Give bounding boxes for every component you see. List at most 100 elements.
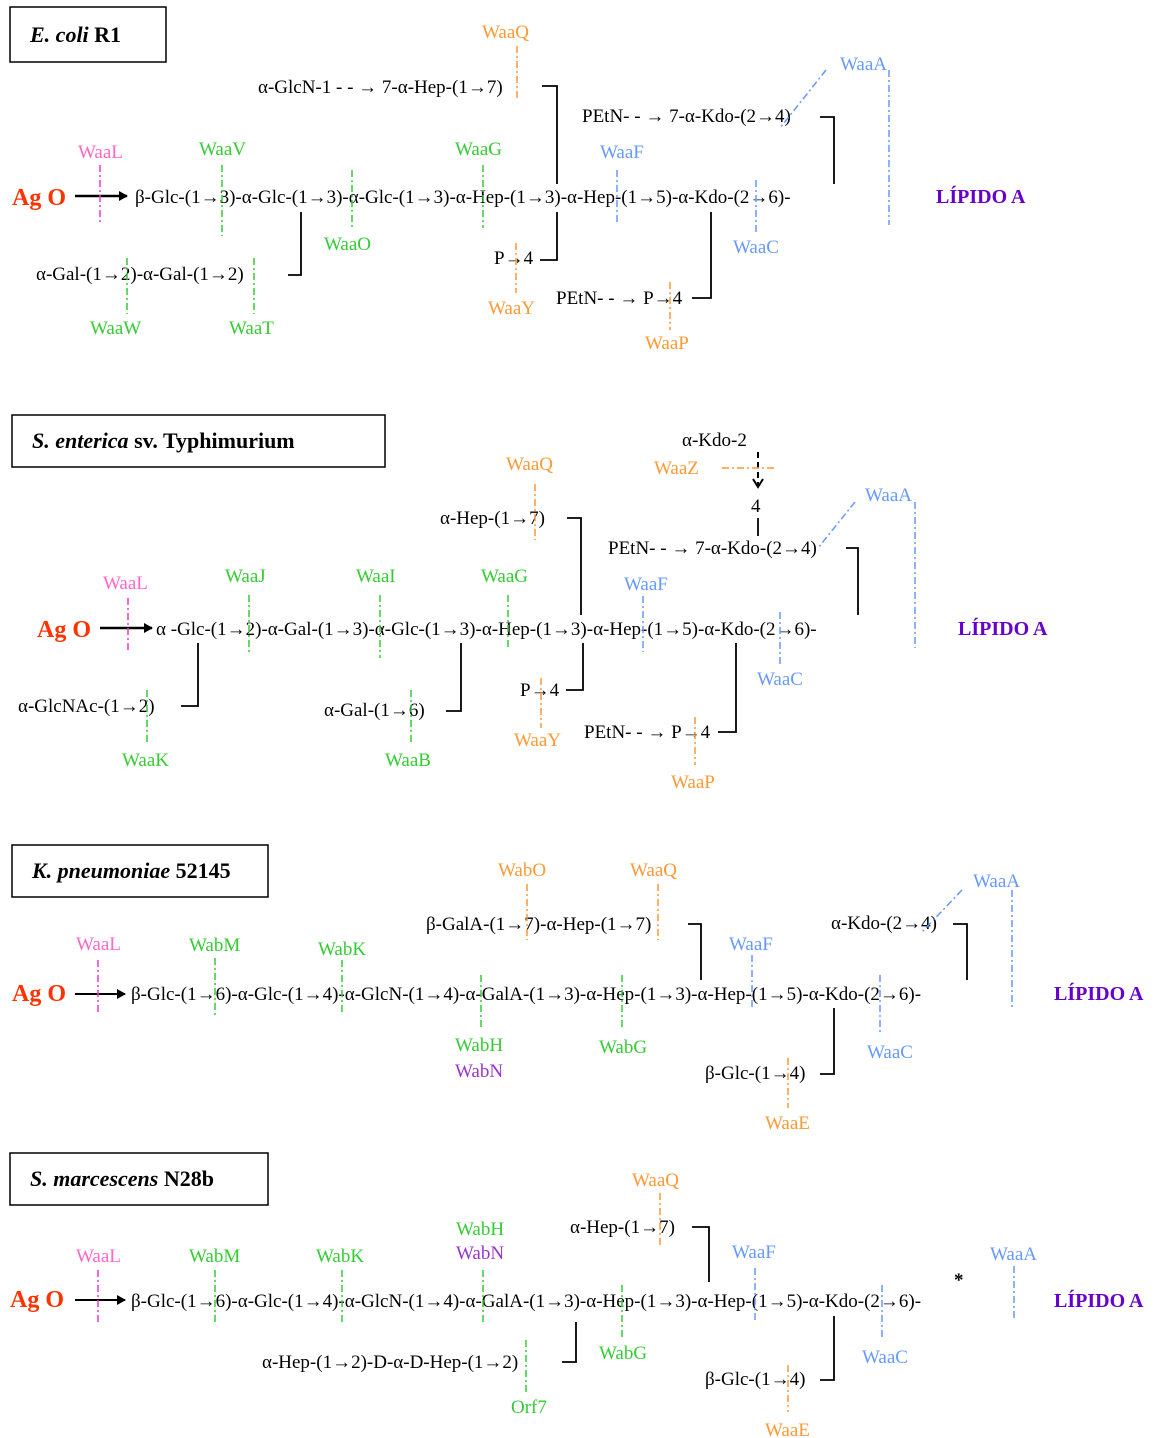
enzyme-label: WaaE <box>765 1420 810 1438</box>
branch-kdo: α-Kdo-(2→4) <box>831 913 937 934</box>
panel-s-enterica: S. enterica sv. Typhimurium Ag O α -Glc-… <box>11 414 1048 793</box>
enzyme-label: WabG <box>599 1037 647 1058</box>
enzyme-label: WaaL <box>103 573 148 594</box>
branch-phosphate: P→4 <box>520 680 560 701</box>
enzyme-label: WaaQ <box>630 860 677 881</box>
enzyme-label: WaaE <box>765 1113 810 1134</box>
panel-title: E. coli R1 <box>29 22 121 47</box>
lipid-a-label: LÍPIDO A <box>1054 1289 1144 1312</box>
enzyme-label: WaaW <box>90 318 141 339</box>
enzyme-label: WaaC <box>862 1347 908 1368</box>
panel-title: S. marcescens N28b <box>30 1166 214 1191</box>
connectors <box>181 517 859 733</box>
enzyme-label: WaaP <box>671 772 715 793</box>
branch-position-4: 4 <box>751 496 761 517</box>
panel-k-pneumoniae: K. pneumoniae 52145 Ag O β-Glc-(1→6)-α-G… <box>11 844 1144 1134</box>
enzyme-label: WabH <box>456 1219 504 1240</box>
branch-gala-hep: β-GalA-(1→7)-α-Hep-(1→7) <box>426 914 651 935</box>
branch-petn-phosphate: PEtN- - → P→4 <box>584 722 711 743</box>
enzyme-label: WaaF <box>732 1242 776 1263</box>
enzyme-label: WaaA <box>973 871 1020 892</box>
branch-petn-kdo: PEtN- - → 7-α-Kdo-(2→4) <box>582 106 791 127</box>
main-chain: β-Glc-(1→6)-α-Glc-(1→4)-α-GlcN-(1→4)-α-G… <box>131 1291 921 1312</box>
main-chain: α -Glc-(1→2)-α-Gal-(1→3)-α-Glc-(1→3)-α-H… <box>156 619 817 640</box>
enzyme-label: WaaF <box>600 142 644 163</box>
branch-hep: α-Hep-(1→7) <box>570 1217 675 1238</box>
lipid-a-label: LÍPIDO A <box>936 185 1026 208</box>
lipid-a-label: LÍPIDO A <box>958 617 1048 640</box>
enzyme-label: WabM <box>189 1246 240 1267</box>
enzyme-label: WaaA <box>865 485 912 506</box>
enzyme-label: WaaG <box>481 566 528 587</box>
enzyme-label: WaaF <box>624 574 668 595</box>
branch-petn-phosphate: PEtN- - → P→4 <box>556 288 683 309</box>
panel-title-box <box>11 844 269 898</box>
enzyme-label: WaaZ <box>654 458 699 479</box>
branch-glcn-hep: α-GlcN-1 - - → 7-α-Hep-(1→7) <box>258 77 503 98</box>
enzyme-label: WaaK <box>122 750 169 771</box>
enzyme-label: WaaJ <box>225 566 266 587</box>
panel-title-box <box>9 1152 269 1206</box>
enzyme-label: WabO <box>498 860 546 881</box>
enzyme-lines <box>127 467 916 765</box>
connectors <box>562 1226 835 1381</box>
enzyme-label: WabM <box>189 935 240 956</box>
enzyme-label: WabN <box>455 1061 503 1082</box>
enzyme-label: WaaL <box>76 1246 121 1267</box>
enzyme-label: WaaY <box>514 730 561 751</box>
panel-s-marcescens: S. marcescens N28b Ag O β-Glc-(1→6)-α-Gl… <box>9 1152 1144 1438</box>
panel-title: K. pneumoniae 52145 <box>31 858 231 883</box>
branch-glc: β-Glc-(1→4) <box>705 1369 805 1390</box>
ag-o-label: Ag O <box>37 617 91 643</box>
enzyme-label: WabK <box>318 939 366 960</box>
enzyme-lines <box>99 46 890 330</box>
enzyme-label: WaaC <box>867 1042 913 1063</box>
enzyme-label: WaaL <box>76 934 121 955</box>
enzyme-label: WaaI <box>356 566 396 587</box>
main-chain: β-Glc-(1→3)-α-Glc-(1→3)-α-Glc-(1→3)-α-He… <box>135 187 791 208</box>
branch-gal-gal: α-Gal-(1→2)-α-Gal-(1→2) <box>36 264 244 285</box>
enzyme-lines <box>97 1193 1015 1412</box>
main-chain: β-Glc-(1→6)-α-Glc-(1→4)-α-GlcN-(1→4)-α-G… <box>131 984 921 1005</box>
panel-ecoli-r1: E. coli R1 Ag O β-Glc-(1→3)-α-Glc-(1→3)-… <box>9 6 1026 354</box>
branch-gal: α-Gal-(1→6) <box>324 700 425 721</box>
enzyme-label: WaaG <box>455 139 502 160</box>
enzyme-label: WaaF <box>729 934 773 955</box>
branch-hep: α-Hep-(1→7) <box>440 508 545 529</box>
ag-o-label: Ag O <box>10 1287 64 1313</box>
panel-title-box <box>11 414 386 468</box>
enzyme-label: WaaQ <box>632 1170 679 1191</box>
branch-glc: β-Glc-(1→4) <box>705 1063 805 1084</box>
branch-phosphate: P→4 <box>494 248 534 269</box>
ag-o-label: Ag O <box>12 981 66 1007</box>
connectors <box>688 923 968 1075</box>
enzyme-label: WaaA <box>840 54 887 75</box>
enzyme-label: WaaC <box>733 237 779 258</box>
enzyme-label: WaaO <box>324 234 371 255</box>
kdo-asterisk: * <box>954 1270 964 1291</box>
enzyme-label: WabN <box>456 1243 504 1264</box>
enzyme-label: WaaT <box>229 318 274 339</box>
enzyme-label: WaaV <box>199 139 246 160</box>
enzyme-label: WaaC <box>757 669 803 690</box>
enzyme-label: WabG <box>599 1343 647 1364</box>
branch-petn-kdo: PEtN- - → 7-α-Kdo-(2→4) <box>608 538 817 559</box>
enzyme-label: WabK <box>316 1246 364 1267</box>
branch-hep-hep: α-Hep-(1→2)-D-α-D-Hep-(1→2) <box>262 1352 518 1373</box>
enzyme-lines <box>97 884 1013 1108</box>
connectors <box>288 85 835 299</box>
enzyme-label: Orf7 <box>511 1397 547 1418</box>
enzyme-label: WaaQ <box>506 454 553 475</box>
enzyme-label: WaaY <box>488 298 535 319</box>
ag-o-label: Ag O <box>12 185 66 211</box>
lipid-a-label: LÍPIDO A <box>1054 982 1144 1005</box>
enzyme-label: WaaQ <box>482 22 529 43</box>
enzyme-label: WaaP <box>645 333 689 354</box>
enzyme-label: WabH <box>455 1035 503 1056</box>
enzyme-label: WaaL <box>78 142 123 163</box>
enzyme-label: WaaB <box>385 750 431 771</box>
enzyme-label: WaaA <box>990 1244 1037 1265</box>
panel-title: S. enterica sv. Typhimurium <box>32 428 295 453</box>
branch-glcnac: α-GlcNAc-(1→2) <box>18 696 155 717</box>
